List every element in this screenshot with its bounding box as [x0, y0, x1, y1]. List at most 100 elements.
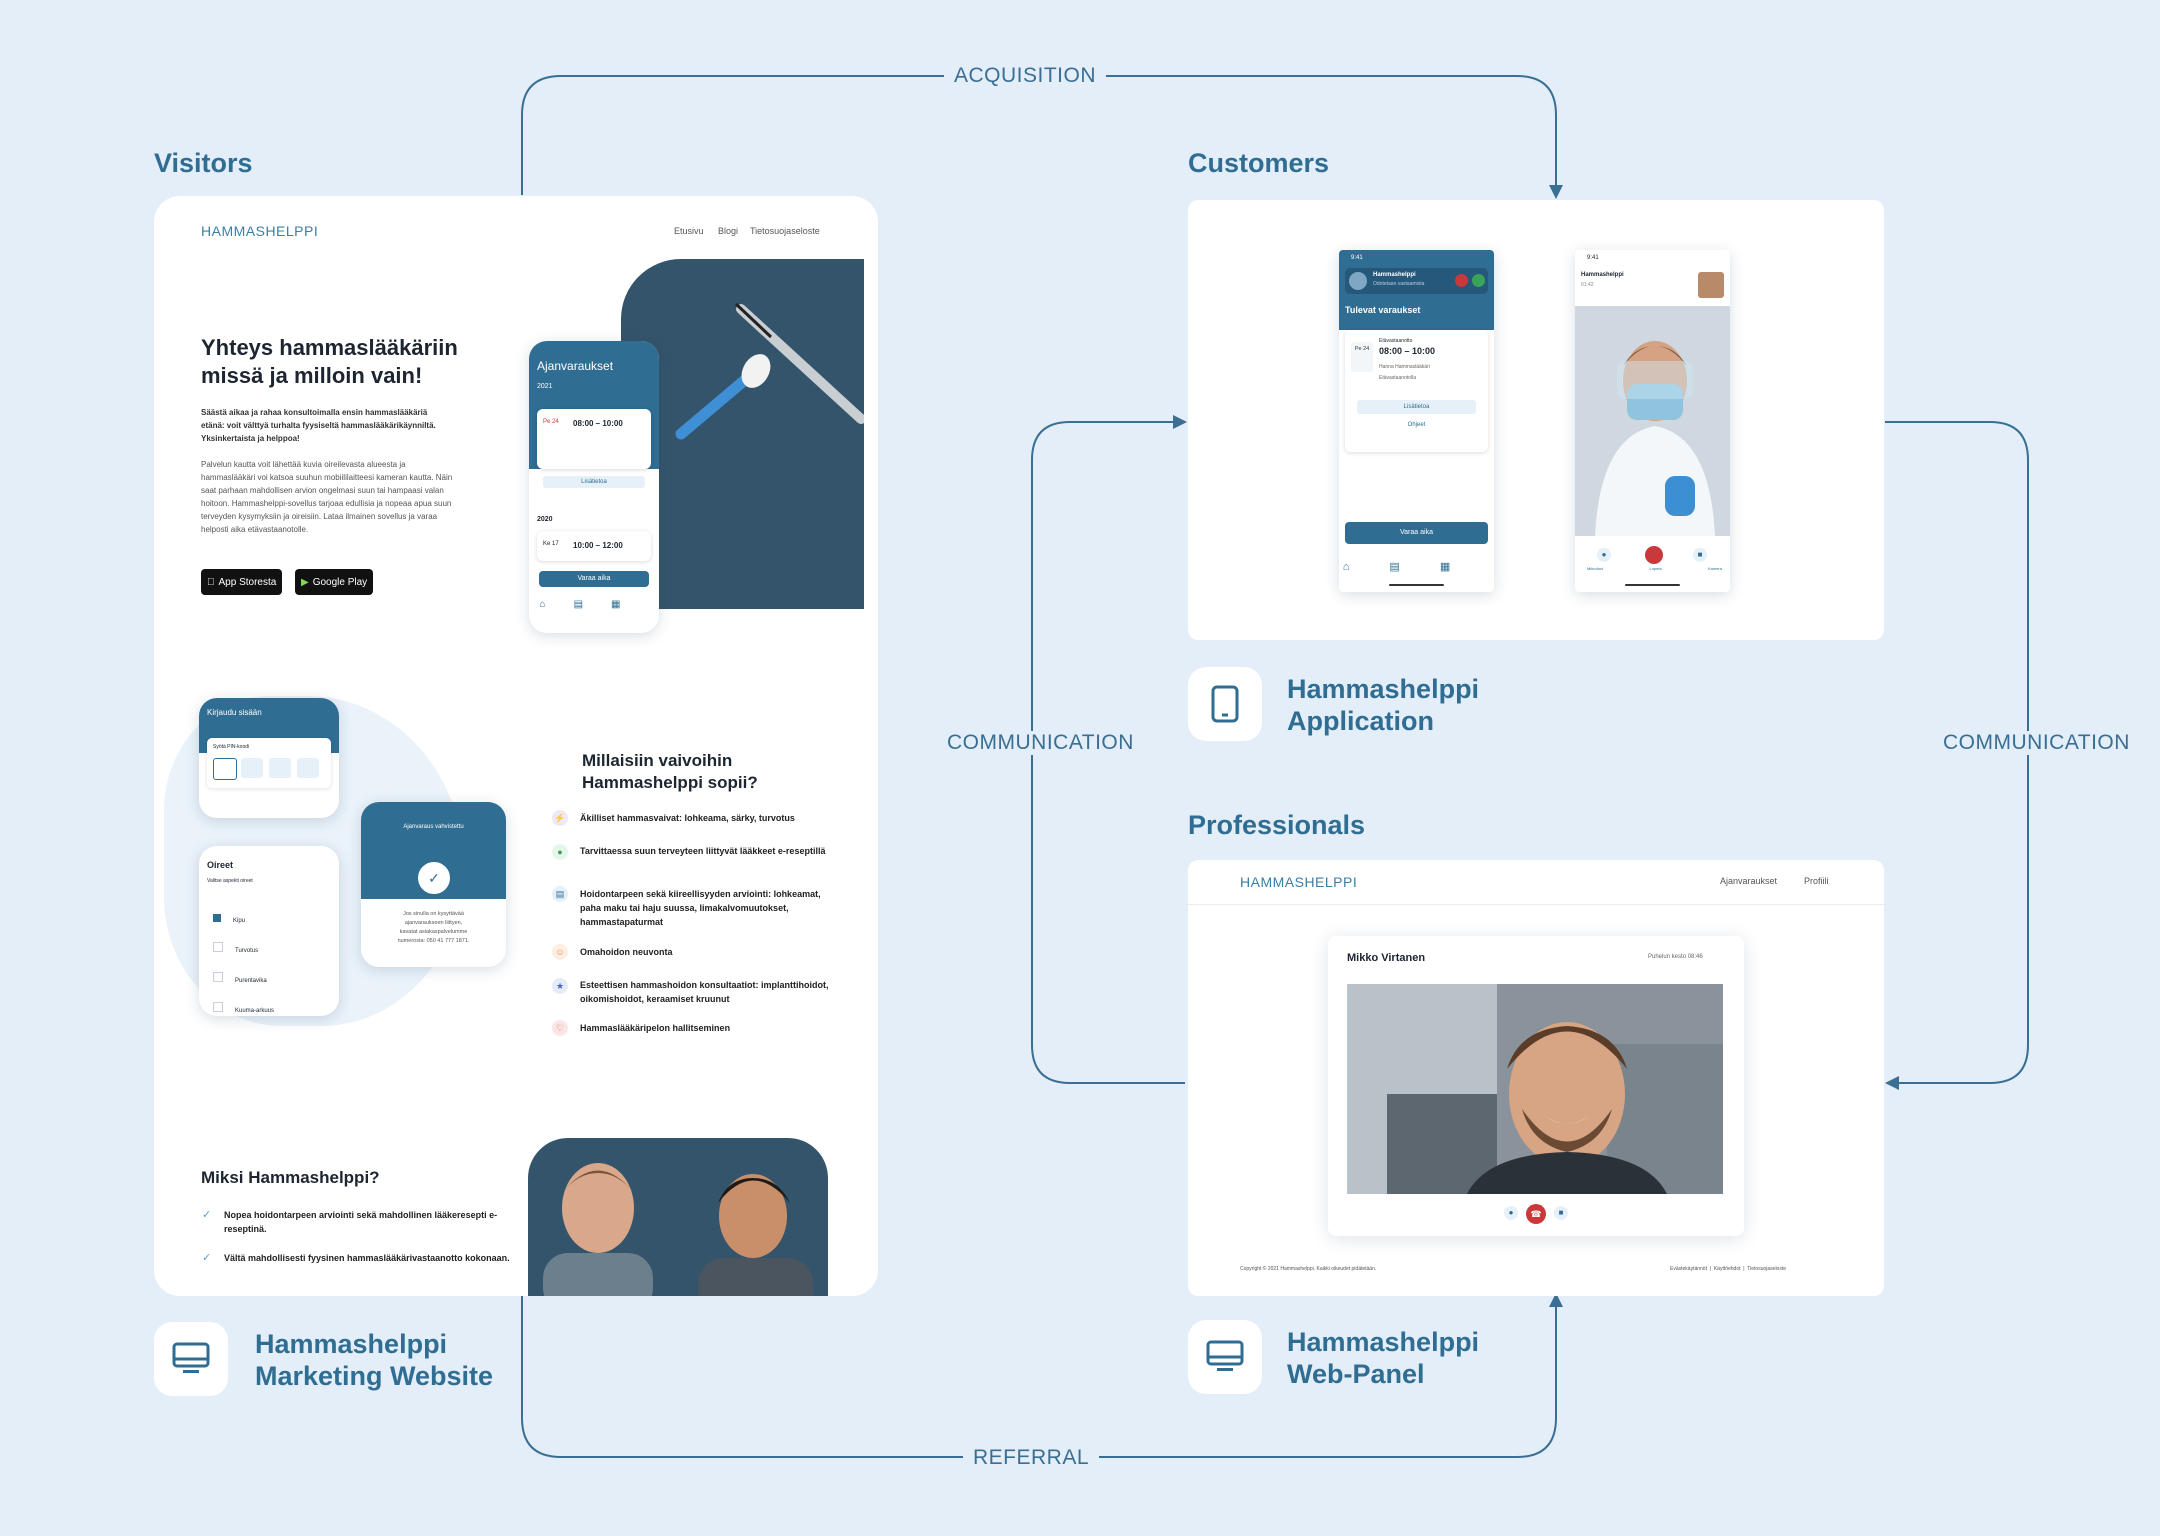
camera-button[interactable]: ■ — [1693, 548, 1707, 562]
upcoming-title: Tulevat varaukset — [1345, 305, 1421, 315]
referral-label: REFERRAL — [963, 1446, 1100, 1470]
panel-logo[interactable]: HAMMASHELPPI — [1240, 874, 1358, 890]
booking-type: Etävastaanotto — [1379, 338, 1413, 344]
communication-right-label: COMMUNICATION — [1933, 731, 2140, 755]
visitors-title: Visitors — [154, 148, 253, 178]
phone-tabbar[interactable]: ⌂▤▦ — [539, 599, 649, 610]
customers-title: Customers — [1188, 148, 1330, 178]
video-call-window: Mikko Virtanen Puhelun kesto 08:46 ● ☎ ■ — [1328, 936, 1744, 1236]
acquisition-arrow — [521, 75, 1563, 199]
acquisition-label: ACQUISITION — [944, 64, 1107, 88]
home-indicator — [1389, 584, 1444, 586]
panel-nav-profile[interactable]: Profiili — [1804, 876, 1829, 886]
checkbox-checked[interactable] — [213, 914, 221, 922]
pin-digit[interactable] — [269, 758, 291, 778]
microphone-button[interactable]: ● — [1504, 1206, 1518, 1220]
home-indicator — [1625, 584, 1680, 586]
pin-digit[interactable] — [297, 758, 319, 778]
pin-card[interactable]: Syötä PIN-koodi — [207, 738, 331, 788]
app-phone-bookings: 9:41 Hammashelppi Odotetaan vastaamista … — [1339, 250, 1494, 592]
end-call-button[interactable] — [1645, 546, 1663, 564]
dental-mirror-icon — [675, 302, 866, 440]
booking-date: Pe 24 — [1351, 342, 1373, 372]
call-duration: 01:42 — [1581, 282, 1594, 288]
upcoming-booking-card[interactable]: Pe 24 Etävastaanotto 08:00 – 10:00 Hanna… — [1345, 330, 1488, 452]
suits-item: Hoidontarpeen sekä kiireellisyyden arvio… — [580, 889, 821, 927]
booking-date: Pe 24 — [543, 419, 559, 425]
patient-video-feed — [1347, 984, 1723, 1194]
booking-info-button[interactable]: Lisätietoa — [543, 476, 645, 488]
camera-button[interactable]: ■ — [1554, 1206, 1568, 1220]
website-nav-home[interactable]: Etusivu — [674, 226, 704, 236]
heart-icon: ♡ — [552, 1020, 568, 1036]
marketing-website-preview: HAMMASHELPPI Etusivu Blogi Tietosuojasel… — [154, 196, 878, 1296]
decline-call-button[interactable] — [1455, 274, 1468, 287]
hero-body: Palvelun kautta voit lähettää kuvia oire… — [201, 460, 453, 534]
panel-header-divider — [1188, 904, 1884, 905]
dentist-video-feed — [1575, 306, 1730, 536]
hero-lead: Säästä aikaa ja rahaa konsultoimalla ens… — [201, 408, 436, 443]
booking-location: Etävastaanotolla — [1379, 375, 1416, 381]
website-nav-blog[interactable]: Blogi — [718, 226, 739, 236]
app-tabbar[interactable]: ⌂▤▦ — [1342, 561, 1491, 573]
suits-item: Tarvittaessa suun terveyteen liittyvät l… — [580, 846, 826, 856]
phone-booking-card[interactable]: Pe 24 08:00 – 10:00 — [537, 409, 651, 469]
status-time: 9:41 — [1351, 255, 1363, 261]
pin-digit[interactable] — [213, 758, 237, 780]
symptoms-list[interactable]: Kipu Turvotus Purentavika Kuuma-arkuus — [213, 906, 274, 1016]
status-time: 9:41 — [1587, 255, 1599, 261]
why-title: Miksi Hammashelppi? — [201, 1168, 380, 1187]
smile-icon: ☺ — [552, 944, 568, 960]
incoming-call-banner[interactable]: Hammashelppi Odotetaan vastaamista — [1345, 268, 1488, 294]
phone-title: Ajanvaraukset — [537, 359, 614, 373]
google-play-button[interactable]: ▶Google Play — [295, 569, 374, 595]
avatar — [1349, 272, 1367, 290]
panel-nav-bookings[interactable]: Ajanvaraukset — [1720, 876, 1778, 886]
pin-digit[interactable] — [241, 758, 263, 778]
app-store-button[interactable]: App Storesta — [201, 569, 283, 595]
panel-footer-links[interactable]: Evästekäytännöt | Käyttöehdot | Tietosuo… — [1670, 1266, 1787, 1272]
accept-call-button[interactable] — [1472, 274, 1485, 287]
desktop-icon — [1188, 1320, 1262, 1394]
microphone-button[interactable]: ● — [1597, 548, 1611, 562]
book-appointment-button[interactable]: Varaa aika — [1345, 522, 1488, 544]
lightning-icon: ⚡ — [552, 810, 568, 826]
check-circle-icon: ✓ — [416, 860, 452, 896]
booking-dentist: Hanna Hammaslääkäri — [1379, 364, 1430, 370]
why-item: Nopea hoidontarpeen arviointi sekä mahdo… — [224, 1210, 498, 1234]
booking-date-2: Ke 17 — [543, 541, 559, 547]
suits-item: Esteettisen hammashoidon konsultaatiot: … — [580, 980, 829, 1004]
professionals-title: Professionals — [1188, 810, 1366, 840]
call-duration: Puhelun kesto 08:46 — [1648, 954, 1703, 960]
communication-left-label: COMMUNICATION — [937, 731, 1144, 755]
phone-year1: 2021 — [537, 383, 553, 390]
caller-name: Mikko Virtanen — [1347, 952, 1426, 964]
booking-time: 08:00 – 10:00 — [573, 419, 623, 428]
web-panel-preview: HAMMASHELPPI Ajanvaraukset Profiili Mikk… — [1188, 860, 1884, 1296]
website-logo[interactable]: HAMMASHELPPI — [201, 223, 319, 239]
desktop-icon — [154, 1322, 228, 1396]
pin-label: Syötä PIN-koodi — [213, 744, 250, 750]
play-icon: ▶ — [301, 576, 309, 588]
phone-booking-card-2[interactable]: Ke 17 10:00 – 12:00 — [537, 531, 651, 561]
clipboard-icon: ▤ — [552, 886, 568, 902]
application-preview: 9:41 Hammashelppi Odotetaan vastaamista … — [1188, 200, 1884, 640]
phone-book-button[interactable]: Varaa aika — [539, 571, 649, 587]
pill-icon: ● — [552, 844, 568, 860]
check-icon: ✓ — [202, 1209, 212, 1221]
caller-name: Hammashelppi — [1581, 272, 1624, 278]
end-call-button[interactable]: ☎ — [1526, 1204, 1546, 1224]
website-nav-privacy[interactable]: Tietosuojaseloste — [750, 226, 820, 236]
suits-item: Äkilliset hammasvaivat: lohkeama, särky,… — [580, 813, 795, 823]
self-view-thumbnail[interactable] — [1698, 272, 1724, 298]
panel-copyright: Copyright © 2021 Hammashelppi. Kaikki oi… — [1240, 1266, 1377, 1272]
booking-guide-link[interactable]: Ohjeet — [1407, 422, 1426, 428]
star-icon: ★ — [552, 978, 568, 994]
booking-info-button[interactable]: Lisätietoa — [1357, 400, 1476, 414]
symptoms-screen-mockup: Oireet Valitse aspekti oireet Kipu Turvo… — [199, 846, 339, 1016]
